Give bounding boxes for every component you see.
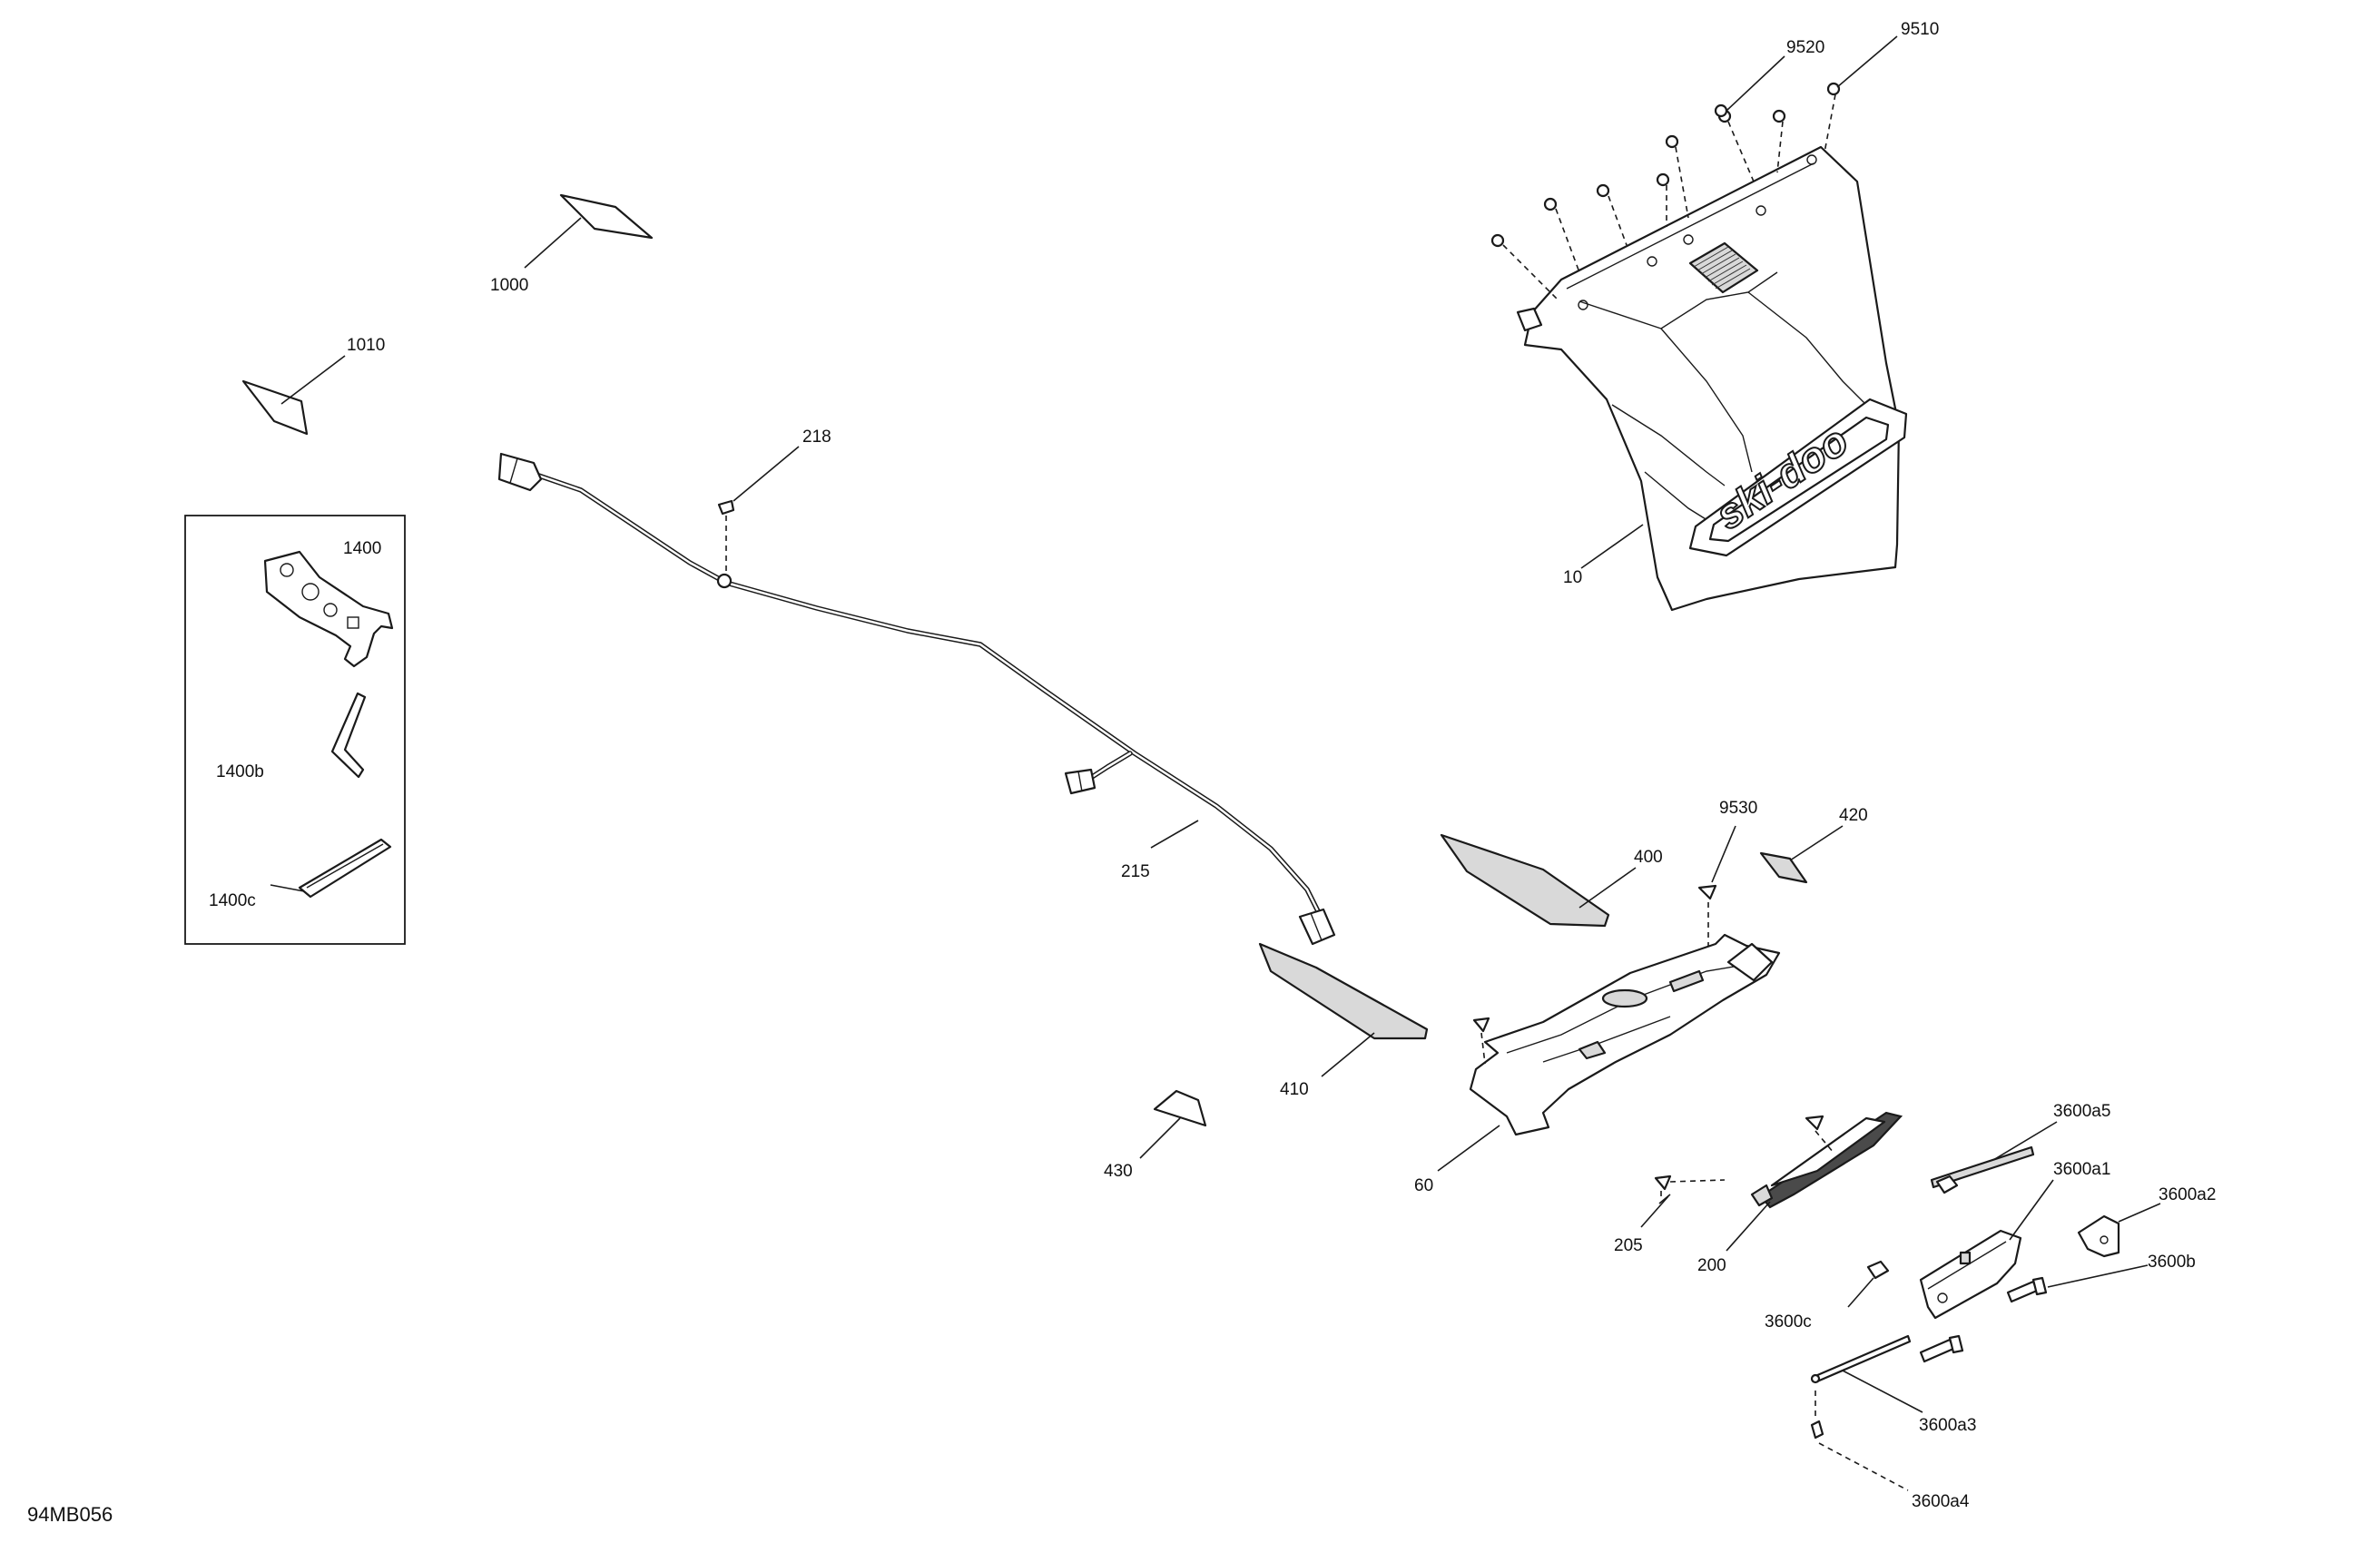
callout-3600a5: 3600a5 bbox=[2053, 1102, 2110, 1121]
callout-1400c: 1400c bbox=[209, 891, 256, 910]
part-410-reflector bbox=[1258, 942, 1429, 1077]
part-60-light-housing bbox=[1437, 933, 1781, 1172]
callout-10: 10 bbox=[1563, 568, 1582, 587]
callout-3600c: 3600c bbox=[1765, 1312, 1812, 1332]
callout-205: 205 bbox=[1614, 1236, 1643, 1255]
callout-3600b: 3600b bbox=[2148, 1253, 2196, 1272]
drawing-reference: 94MB056 bbox=[27, 1503, 113, 1526]
part-1000-decal bbox=[524, 193, 654, 269]
callout-3600a1: 3600a1 bbox=[2053, 1160, 2110, 1179]
part-1010-decal bbox=[241, 355, 346, 436]
housing-screw bbox=[1472, 1017, 1490, 1065]
callout-9510: 9510 bbox=[1901, 20, 1939, 39]
callout-218: 218 bbox=[802, 428, 831, 447]
callout-3600a2: 3600a2 bbox=[2159, 1185, 2216, 1204]
callout-9520: 9520 bbox=[1786, 38, 1824, 57]
callout-3600a3: 3600a3 bbox=[1919, 1416, 1976, 1435]
callout-1000: 1000 bbox=[490, 276, 528, 295]
part-3600b-bolt bbox=[1919, 1264, 2149, 1363]
part-3600c-nut bbox=[1847, 1174, 1959, 1308]
part-9510-9520-fasteners bbox=[1490, 35, 1898, 300]
callout-215: 215 bbox=[1121, 862, 1150, 881]
callout-9530: 9530 bbox=[1719, 799, 1757, 818]
callout-200: 200 bbox=[1697, 1256, 1726, 1275]
part-215-wiring-harness bbox=[497, 452, 1336, 946]
callout-3600a4: 3600a4 bbox=[1912, 1492, 1970, 1511]
tool-kit-box bbox=[184, 515, 406, 945]
callout-1010: 1010 bbox=[347, 336, 385, 355]
callout-430: 430 bbox=[1104, 1162, 1133, 1181]
part-9530-fastener bbox=[1697, 825, 1736, 960]
part-430-decal bbox=[1139, 1089, 1207, 1159]
part-218-screw bbox=[717, 446, 800, 572]
callout-400: 400 bbox=[1634, 848, 1663, 867]
callout-420: 420 bbox=[1839, 806, 1868, 825]
part-400-reflector bbox=[1440, 833, 1637, 928]
part-200-tail-light bbox=[1726, 1111, 1903, 1252]
part-420-decal bbox=[1759, 825, 1844, 884]
part-1400-wrench bbox=[263, 550, 394, 668]
callout-1400: 1400 bbox=[343, 539, 381, 558]
part-3600a1-bracket bbox=[1919, 1179, 2054, 1320]
part-3600a2-clamp bbox=[2077, 1203, 2161, 1258]
callout-1400b: 1400b bbox=[216, 762, 264, 781]
part-3600a3-rod bbox=[1810, 1334, 1923, 1413]
part-3600a5-strip bbox=[1930, 1121, 2058, 1189]
part-205-screw bbox=[1640, 1174, 1726, 1228]
part-1400c-tool bbox=[270, 838, 392, 899]
part-1400b-hex-key bbox=[330, 692, 367, 779]
callout-60: 60 bbox=[1414, 1176, 1433, 1195]
part-10-snow-flap: ski-doo bbox=[1516, 145, 1908, 612]
part-3600a4-pin bbox=[1810, 1389, 1909, 1491]
callout-410: 410 bbox=[1280, 1080, 1309, 1099]
